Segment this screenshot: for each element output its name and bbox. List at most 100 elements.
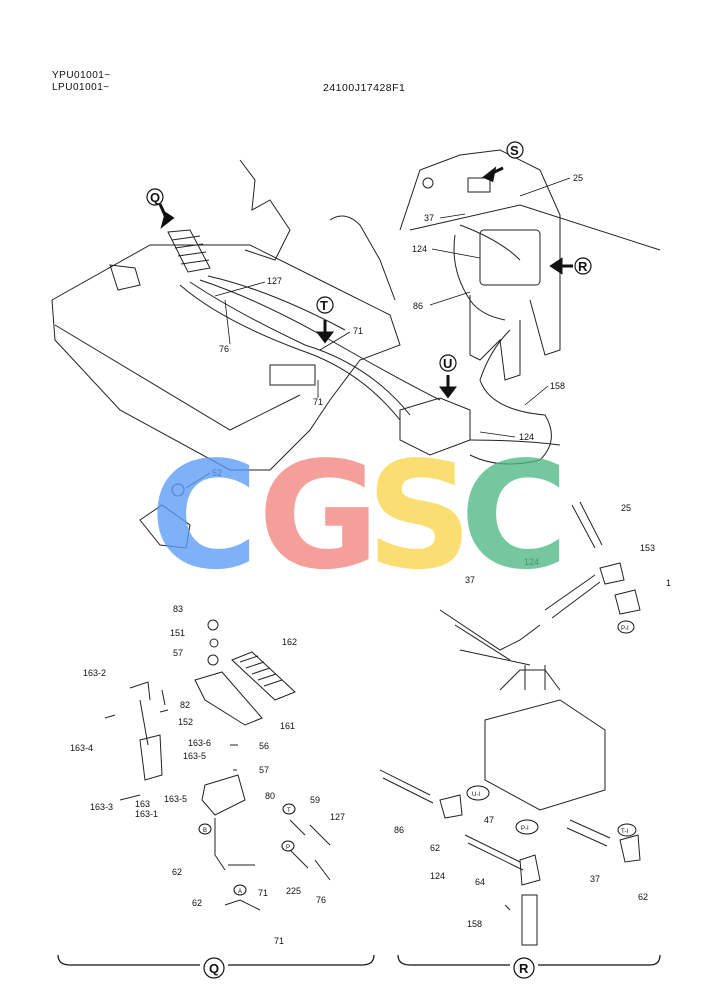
callout-127-detail: 127 <box>330 812 345 822</box>
small-circle-marks: B A T P T-I P-I U-I P-I <box>198 620 637 896</box>
bracket-q <box>57 954 375 966</box>
callout-62-upper: 62 <box>172 867 182 877</box>
view-markers: Q S R T U <box>146 141 592 372</box>
valve-assembly-r <box>484 699 606 811</box>
callout-76: 76 <box>219 344 229 354</box>
callout-124-top: 124 <box>412 244 427 254</box>
callout-163-2: 163-2 <box>83 668 106 678</box>
mark-b: B <box>203 828 207 834</box>
callout-163-1: 163-1 <box>135 809 158 819</box>
mark-p-i: P-I <box>521 826 529 832</box>
bracket-52 <box>139 504 191 549</box>
pedal-pad-162 <box>231 651 296 701</box>
callout-82: 82 <box>180 700 190 710</box>
hose-158 <box>469 329 552 465</box>
view-arrows <box>158 166 573 399</box>
marker-s <box>506 141 524 159</box>
main-callouts: 25 37 124 86 127 76 71 71 158 124 52 <box>212 173 583 478</box>
detail-r-parts <box>379 501 641 946</box>
section-brackets <box>57 954 661 979</box>
callout-64: 64 <box>475 877 485 887</box>
pedal-q <box>167 229 211 273</box>
callout-86-detail: 86 <box>394 825 404 835</box>
callout-56: 56 <box>259 741 269 751</box>
marker-r-label: R <box>578 259 588 274</box>
callout-151: 151 <box>170 628 185 638</box>
callout-62-lower: 62 <box>192 898 202 908</box>
callout-71-lower: 71 <box>313 397 323 407</box>
callout-163-5-lower: 163-5 <box>164 794 187 804</box>
callout-127: 127 <box>267 276 282 286</box>
callout-163-3: 163-3 <box>90 802 113 812</box>
callout-163-6: 163-6 <box>188 738 211 748</box>
callout-163-5-upper: 163-5 <box>183 751 206 761</box>
callout-52: 52 <box>212 468 222 478</box>
mark-t-i: T-I <box>621 829 628 835</box>
callout-25: 25 <box>573 173 583 183</box>
callout-71-detail-lower: 71 <box>274 936 284 946</box>
callout-57-upper: 57 <box>173 648 183 658</box>
section-r-label: R <box>519 961 529 976</box>
callout-71-detail-upper: 71 <box>258 888 268 898</box>
frame <box>399 149 561 356</box>
watermark-c-2: C <box>460 430 569 602</box>
callout-76-detail: 76 <box>316 895 326 905</box>
callout-37-detail-lower: 37 <box>590 874 600 884</box>
valve-body-80 <box>201 774 246 816</box>
marker-t-label: T <box>320 298 328 313</box>
callout-124-detail-lower: 124 <box>430 871 445 881</box>
callout-158: 158 <box>550 381 565 391</box>
mark-t: T <box>287 808 291 814</box>
mark-p: P <box>286 845 290 851</box>
mark-a: A <box>238 889 242 895</box>
callout-86: 86 <box>413 301 423 311</box>
callout-71-upper: 71 <box>353 326 363 336</box>
callout-62-detail-right: 62 <box>638 892 648 902</box>
serial-range-2: LPU01001~ <box>52 82 110 93</box>
watermark-c-1: C <box>150 430 259 602</box>
detail-q-parts <box>104 619 331 911</box>
callout-25-detail: 25 <box>621 503 631 513</box>
callout-1: 1 <box>666 578 671 588</box>
callout-47: 47 <box>484 815 494 825</box>
marker-r <box>574 257 592 275</box>
main-assembly-lines <box>51 149 661 549</box>
marker-q <box>146 188 164 206</box>
callout-124-detail: 124 <box>524 557 539 567</box>
callout-152: 152 <box>178 717 193 727</box>
callout-124-mid: 124 <box>519 432 534 442</box>
marker-t <box>316 296 334 314</box>
mark-u-i: U-I <box>472 792 480 798</box>
serial-range-1: YPU01001~ <box>52 70 111 81</box>
callout-163-4: 163-4 <box>70 743 93 753</box>
callout-163: 163 <box>135 799 150 809</box>
callout-37: 37 <box>424 213 434 223</box>
callout-161: 161 <box>280 721 295 731</box>
callout-158-detail: 158 <box>467 919 482 929</box>
callout-153: 153 <box>640 543 655 553</box>
callout-57-lower: 57 <box>259 765 269 775</box>
valve-block-r <box>479 229 541 286</box>
marker-q-label: Q <box>150 190 160 205</box>
machine-base <box>51 244 401 471</box>
watermark-s: S <box>366 430 473 602</box>
bracket-163 <box>139 734 163 781</box>
section-q-circle <box>203 957 225 979</box>
section-r-circle <box>513 957 535 979</box>
callout-162: 162 <box>282 637 297 647</box>
callout-80: 80 <box>265 791 275 801</box>
marker-u <box>439 354 457 372</box>
mark-p-i-2: P-I <box>621 626 629 632</box>
detail-q-callouts: 83 151 57 162 163-2 82 152 161 163-4 163… <box>70 604 345 946</box>
detail-r-callouts: 25 153 124 1 37 86 62 47 64 124 37 62 15… <box>394 503 671 929</box>
marker-s-label: S <box>510 143 519 158</box>
marker-u-label: U <box>443 356 452 371</box>
bracket-r <box>397 954 661 966</box>
watermark-g: G <box>258 430 380 602</box>
main-leaders <box>185 177 571 489</box>
callout-37-detail-upper: 37 <box>465 575 475 585</box>
callout-59: 59 <box>310 795 320 805</box>
pedal-arm-161 <box>194 671 263 726</box>
section-q-label: Q <box>209 961 219 976</box>
